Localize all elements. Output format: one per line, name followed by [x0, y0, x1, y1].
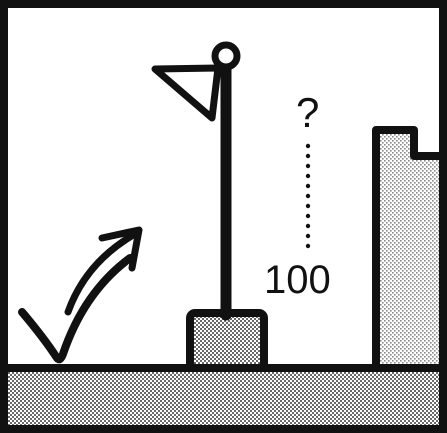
- question-mark-label: ?: [296, 89, 319, 136]
- checkmark-icon: [18, 254, 134, 364]
- tall-stippled-block: [372, 126, 447, 376]
- signal-post: [151, 41, 241, 321]
- post-top-ring: [211, 41, 241, 71]
- post-base: [186, 309, 268, 372]
- curved-arrow-icon: [64, 226, 143, 316]
- dotted-height-line: [305, 143, 311, 249]
- height-value-label: 100: [264, 258, 331, 302]
- signal-arm: [151, 64, 222, 122]
- stippled-ground: [4, 364, 443, 429]
